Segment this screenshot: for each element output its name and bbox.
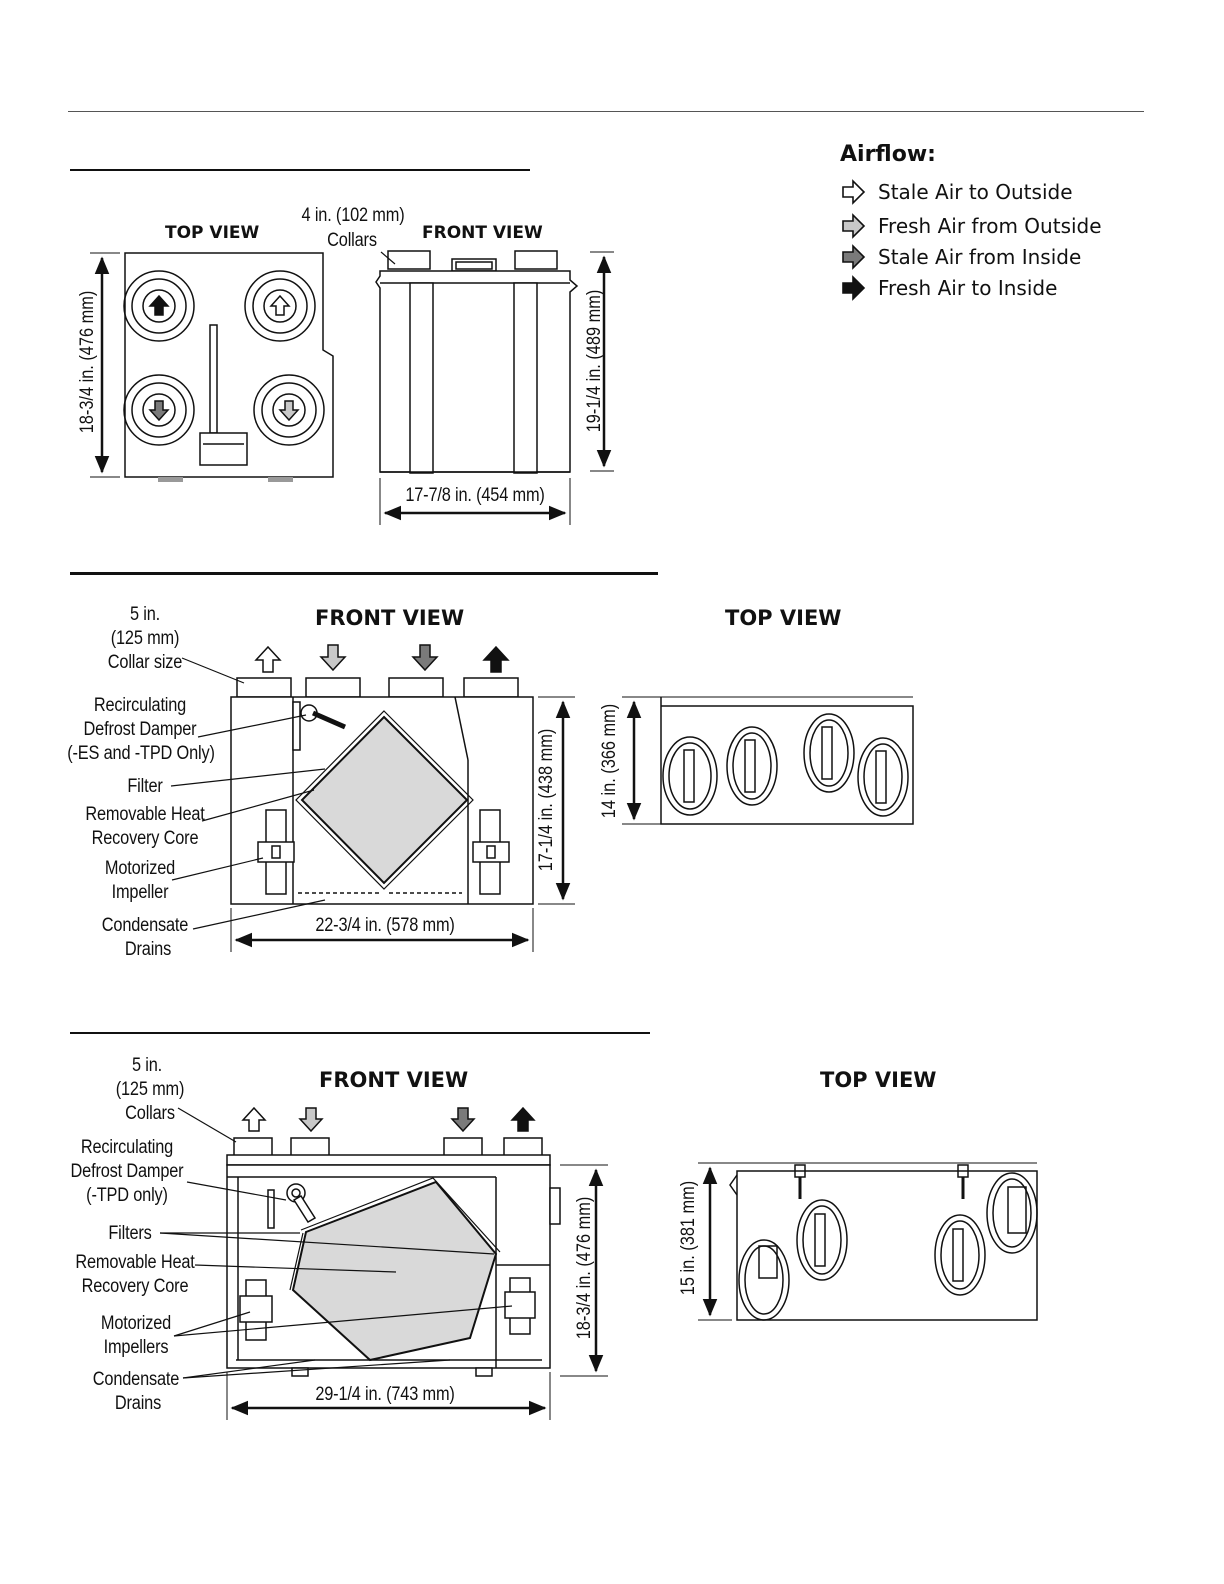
- unit3-core-label-1: Removable Heat: [75, 1252, 195, 1273]
- dark-gray-arrow-icon: [842, 244, 866, 270]
- unit2-top-collar-2: [726, 726, 778, 806]
- unit3-width-label: 29-1/4 in. (743 mm): [315, 1384, 455, 1405]
- unit3-front-view-heading: FRONT VIEW: [319, 1068, 469, 1092]
- unit3-drains-label-1: Condensate: [92, 1369, 180, 1390]
- unit2-top-view-drawing: [649, 696, 914, 825]
- unit1-width-label: 17-7/8 in. (454 mm): [405, 485, 545, 506]
- unit1-collar-bottom-left: [123, 374, 195, 446]
- unit2-damper-label-1: Recirculating: [93, 695, 187, 716]
- unit3-top-collar-1: [738, 1239, 790, 1321]
- unit2-width-dimension: [230, 908, 534, 952]
- light-gray-arrow-icon: [842, 213, 866, 239]
- unit2-impeller-label-1: Motorized: [104, 858, 176, 879]
- unit2-lightgray-down-arrow: [319, 644, 347, 672]
- unit2-top-view-heading: TOP VIEW: [725, 606, 842, 630]
- legend-label: Fresh Air to Inside: [878, 276, 1058, 300]
- unit3-top-depth-dimension: [698, 1162, 732, 1321]
- unit2-core-label-1: Removable Heat: [85, 804, 205, 825]
- section2-rule: [70, 572, 658, 575]
- unit3-front-view-drawing: [226, 1106, 561, 1377]
- unit3-impeller-label-2: Impellers: [103, 1337, 169, 1358]
- unit2-collar-label-2: (125 mm): [110, 628, 180, 649]
- legend-item-fresh-from-outside: Fresh Air from Outside: [840, 211, 1102, 241]
- unit2-top-collar-3: [803, 713, 855, 793]
- unit3-white-up-arrow: [241, 1106, 267, 1132]
- legend-label: Stale Air from Inside: [878, 245, 1082, 269]
- unit2-drains-label-1: Condensate: [101, 915, 189, 936]
- unit1-front-view-heading: FRONT VIEW: [422, 223, 543, 243]
- unit1-collar-top-left: [123, 270, 195, 342]
- unit3-height-dimension: [560, 1164, 608, 1377]
- unit2-collar-label-1: 5 in.: [129, 604, 161, 625]
- unit2-top-collar-1: [662, 736, 718, 816]
- unit2-white-up-arrow: [254, 645, 282, 673]
- unit1-width-dimension: [379, 478, 571, 525]
- unit3-top-collar-2: [794, 1164, 848, 1281]
- section3-rule: [70, 1032, 650, 1034]
- unit2-filter-label: Filter: [127, 776, 163, 797]
- unit1-front-view-drawing: [375, 250, 579, 474]
- unit2-height-dimension: [538, 696, 575, 905]
- unit1-collars-label: Collars: [327, 230, 377, 251]
- unit2-damper-label-3: (-ES and -TPD Only): [67, 743, 215, 764]
- unit1-height-right-dimension: [590, 251, 614, 472]
- unit3-black-up-arrow: [510, 1106, 536, 1132]
- unit3-width-dimension: [226, 1372, 551, 1420]
- unit2-top-depth-dimension: [622, 696, 655, 825]
- unit2-top-collar-4: [857, 737, 909, 817]
- unit3-collar-label-2: (125 mm): [115, 1079, 185, 1100]
- unit3-top-collar-4: [986, 1172, 1038, 1254]
- unit2-front-view-drawing: [230, 644, 534, 905]
- unit3-top-collar-3: [934, 1164, 986, 1296]
- unit2-darkgray-down-arrow: [411, 644, 439, 672]
- unit1-collar-leader: [380, 251, 396, 265]
- white-arrow-icon: [842, 179, 866, 205]
- unit1-top-view-drawing: [123, 252, 334, 482]
- unit1-height-left-dimension: [90, 252, 120, 478]
- unit1-top-view-heading: TOP VIEW: [165, 223, 260, 243]
- unit2-impeller-left: [257, 809, 295, 895]
- unit2-black-up-arrow: [482, 645, 510, 673]
- unit3-filters-label: Filters: [108, 1223, 152, 1244]
- unit3-lightgray-down-arrow: [298, 1107, 324, 1133]
- legend-item-stale-to-outside: Stale Air to Outside: [840, 177, 1073, 207]
- unit3-top-view-heading: TOP VIEW: [820, 1068, 937, 1092]
- unit1-collar-size-label: 4 in. (102 mm): [301, 205, 405, 226]
- unit3-core-label-2: Recovery Core: [81, 1276, 189, 1297]
- unit2-leaders: [170, 657, 326, 930]
- legend-title: Airflow:: [840, 142, 936, 167]
- unit2-impeller-label-2: Impeller: [111, 882, 169, 903]
- unit2-front-view-heading: FRONT VIEW: [315, 606, 465, 630]
- legend-item-stale-from-inside: Stale Air from Inside: [840, 242, 1081, 272]
- unit1-collar-bottom-right: [253, 374, 325, 446]
- legend-label: Stale Air to Outside: [878, 180, 1073, 204]
- unit3-collar-label-1: 5 in.: [131, 1055, 163, 1076]
- unit2-impeller-right: [472, 809, 510, 895]
- unit3-impeller-label-1: Motorized: [100, 1313, 172, 1334]
- legend-label: Fresh Air from Outside: [878, 214, 1102, 238]
- unit3-damper-label-3: (-TPD only): [86, 1185, 168, 1206]
- unit3-damper-label-2: Defrost Damper: [70, 1161, 184, 1182]
- unit3-impeller-left: [239, 1279, 273, 1341]
- unit3-darkgray-down-arrow: [450, 1107, 476, 1133]
- legend-item-fresh-to-inside: Fresh Air to Inside: [840, 273, 1057, 303]
- unit2-damper-label-2: Defrost Damper: [83, 719, 197, 740]
- unit3-collar-label-3: Collars: [125, 1103, 175, 1124]
- unit3-drains-label-2: Drains: [114, 1393, 162, 1414]
- section1-rule: [70, 169, 530, 171]
- unit3-impeller-right: [504, 1277, 536, 1335]
- unit3-top-view-drawing: [726, 1162, 1038, 1321]
- unit2-collar-label-3: Collar size: [107, 652, 183, 673]
- unit3-damper-label-1: Recirculating: [80, 1137, 174, 1158]
- page-top-rule: [68, 111, 1144, 112]
- unit2-width-label: 22-3/4 in. (578 mm): [315, 915, 455, 936]
- unit1-collar-top-right: [244, 270, 316, 342]
- unit2-core-label-2: Recovery Core: [91, 828, 199, 849]
- unit2-drains-label-2: Drains: [124, 939, 172, 960]
- black-arrow-icon: [842, 275, 866, 301]
